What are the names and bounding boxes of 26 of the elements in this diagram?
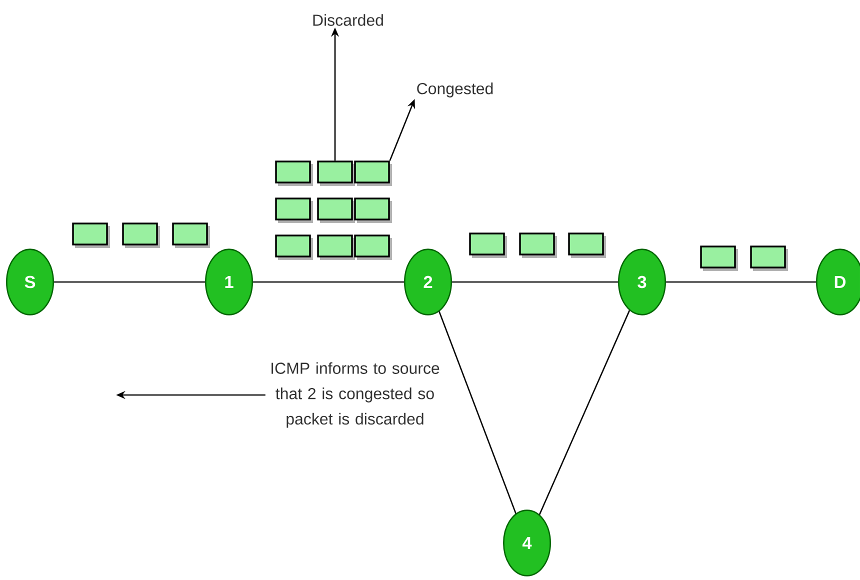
packet-box xyxy=(275,160,313,186)
packet-box xyxy=(172,222,210,248)
packet-box xyxy=(317,198,355,223)
packet-box xyxy=(122,222,160,248)
note-text: ICMP informs to source that 2 is congested so packet is discarded xyxy=(272,362,440,428)
packet-box xyxy=(275,234,313,260)
link-line xyxy=(538,310,630,515)
link-line xyxy=(666,281,816,283)
arrow-label: Discarded xyxy=(313,14,383,26)
packet-box xyxy=(275,198,313,223)
packet-box xyxy=(568,232,606,258)
packet-box xyxy=(72,222,110,248)
link-line xyxy=(438,311,516,514)
packet-box xyxy=(354,160,392,186)
packet-box xyxy=(317,234,355,260)
link-line xyxy=(452,281,618,283)
arrow-label: Congested xyxy=(417,82,493,98)
packet-box xyxy=(519,232,557,258)
packet-box xyxy=(354,234,392,260)
packet-box xyxy=(469,232,507,258)
packet-box xyxy=(354,198,392,223)
link-line xyxy=(54,281,205,283)
link-line xyxy=(253,281,404,283)
packet-box xyxy=(750,246,788,271)
packet-box xyxy=(317,160,355,186)
packet-box xyxy=(700,246,738,271)
